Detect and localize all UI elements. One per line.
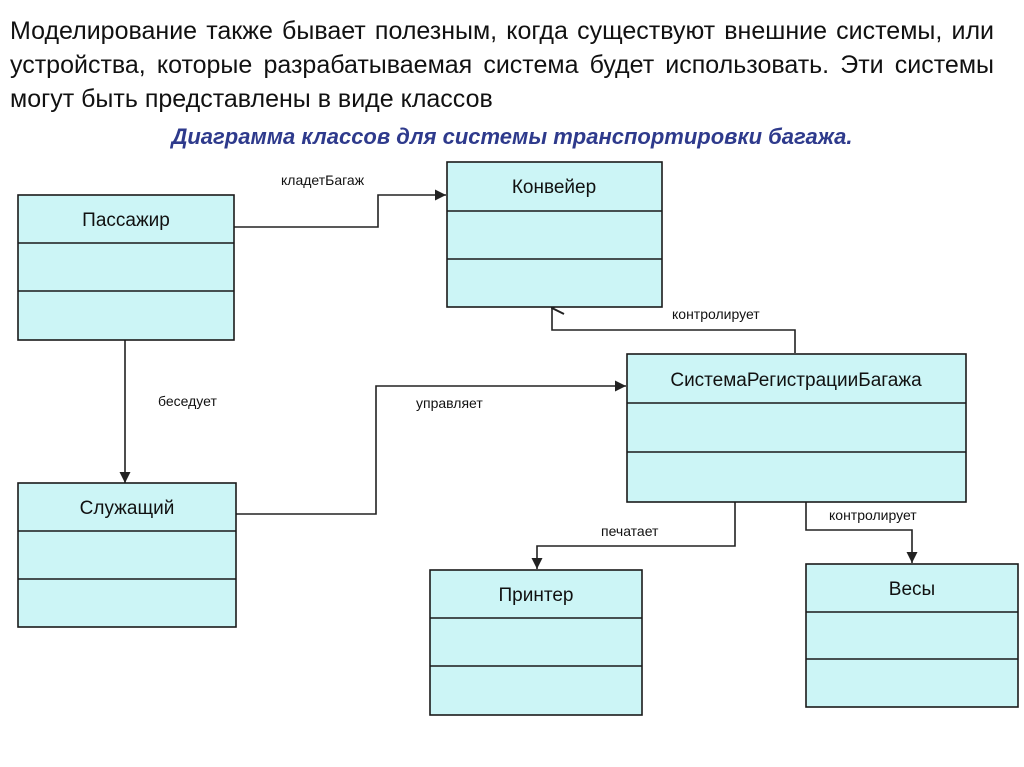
diagram-title: Диаграмма классов для системы транспорти… [171, 124, 853, 149]
class-box-clerk [17, 482, 237, 628]
assoc-line-puts-baggage [234, 189, 446, 228]
assoc-label-talks: беседует [158, 393, 217, 409]
class-name-passenger: Пассажир [82, 210, 170, 231]
assoc-line-controls-scales [805, 502, 918, 563]
class-name-registration: СистемаРегистрацииБагажа [670, 370, 922, 391]
class-name-printer: Принтер [499, 585, 574, 606]
assoc-line-manages [236, 380, 626, 515]
class-box-printer [429, 569, 643, 716]
class-box-conveyor [446, 161, 663, 308]
assoc-line-prints [531, 502, 736, 569]
class-box-passenger [17, 194, 235, 341]
class-name-conveyor: Конвейер [512, 177, 596, 198]
assoc-label-prints: печатает [601, 523, 659, 539]
assoc-label-puts-baggage: кладетБагаж [281, 172, 365, 188]
assoc-line-controls-conveyor [552, 308, 796, 353]
class-name-clerk: Служащий [80, 498, 175, 519]
intro-paragraph: Моделирование также бывает полезным, ког… [10, 17, 994, 113]
assoc-label-controls-conveyor: контролирует [672, 306, 760, 322]
assoc-label-manages: управляет [416, 395, 483, 411]
assoc-label-controls-scales: контролирует [829, 507, 917, 523]
class-box-scales [805, 563, 1019, 708]
class-name-scales: Весы [889, 579, 935, 600]
class-box-registration [626, 353, 967, 503]
